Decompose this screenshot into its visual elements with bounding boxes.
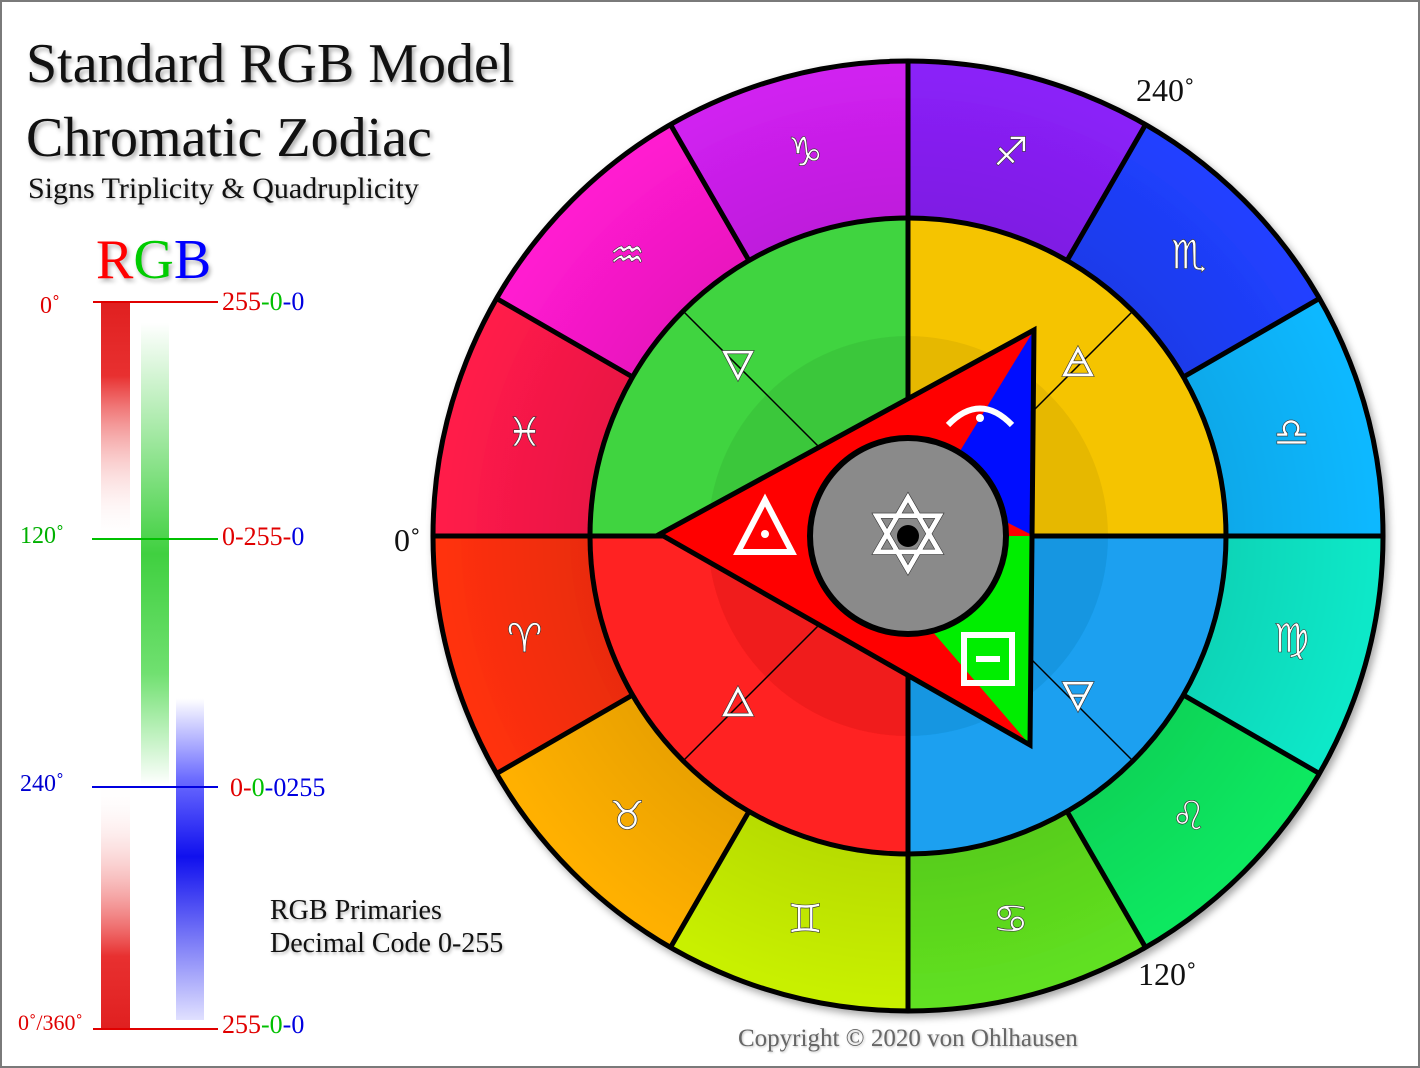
degree-label-0: 0˚ [40,293,60,319]
degree-label-360: 0˚/360˚ [18,1010,83,1035]
red-bar [101,303,130,1029]
degree-label-120: 120˚ [20,523,64,549]
subtitle: Signs Triplicity & Quadruplicity [28,172,419,205]
angle-label-bottom: 120˚ [1138,956,1197,992]
rgb-scale-graphic [92,301,218,1030]
note-line-1: RGB Primaries [270,895,442,926]
diagonal-line [682,310,835,463]
title-line-1: Standard RGB Model [26,33,515,95]
zodiac-sign-icon: ♊ [787,896,823,942]
rgb-heading-b: B [173,229,212,291]
zodiac-sign-icon: ♓ [507,410,543,456]
sector-divider [1182,692,1321,776]
rgb-code-240: 0-0-0255 [230,773,326,802]
sector-divider [1064,123,1148,262]
air-element-icon: 🜁 [1060,338,1097,387]
sector-divider [1182,296,1321,380]
rgb-code-360: 255-0-0 [222,1010,305,1039]
zodiac-sign-icon: ♍ [1274,616,1310,662]
zodiac-sign-icon: ♌ [1171,794,1207,840]
rgb-code-120: 0-255-0 [222,522,305,551]
sector-divider [1064,810,1148,949]
sector-divider [495,692,634,776]
cardinal-dot-icon [976,414,984,422]
blue-bar [176,540,204,1020]
angle-label-left: 0˚ [394,522,421,558]
fixed-dot-icon [761,530,769,538]
zodiac-sign-icon: ♐ [993,130,1029,176]
zodiac-sign-icon: ♏ [1171,232,1207,278]
fire-element-icon: 🜂 [720,678,757,727]
green-bar [141,323,169,1023]
degree-label-240: 240˚ [20,771,64,797]
title-line-2: Chromatic Zodiac [26,107,432,169]
sector-divider [668,123,752,262]
zodiac-sign-icon: ♎ [1274,410,1310,456]
diagonal-line [682,609,835,762]
copyright: Copyright © 2020 von Ohlhausen [738,1025,1078,1052]
earth-element-icon: 🜃 [1060,673,1097,722]
triangle-blue [907,330,1034,536]
fixed-triangle-icon [733,493,797,555]
rgb-heading: RGB [96,232,211,288]
water-element-icon: 🜄 [720,342,757,391]
zodiac-sign-icon: ♉ [609,794,645,840]
rgb-heading-r: R [96,229,134,291]
note-line-2: Decimal Code 0-255 [270,928,504,959]
rgb-code-0: 255-0-0 [222,287,305,316]
zodiac-sign-icon: ♑ [787,130,823,176]
sector-divider [495,296,634,380]
cardinal-arc-icon [945,405,1015,428]
zodiac-sign-icon: ♒ [609,232,645,278]
angle-label-top: 240˚ [1136,72,1195,108]
rgb-heading-g: G [133,229,174,291]
sector-divider [668,810,752,949]
zodiac-sign-icon: ♋ [993,896,1029,942]
center-dot [897,525,919,547]
mutable-square-icon [961,632,1015,686]
star-of-david-icon: ✡ [862,472,954,600]
zodiac-sign-icon: ♈ [507,616,543,662]
triangle-outline [654,325,1037,750]
